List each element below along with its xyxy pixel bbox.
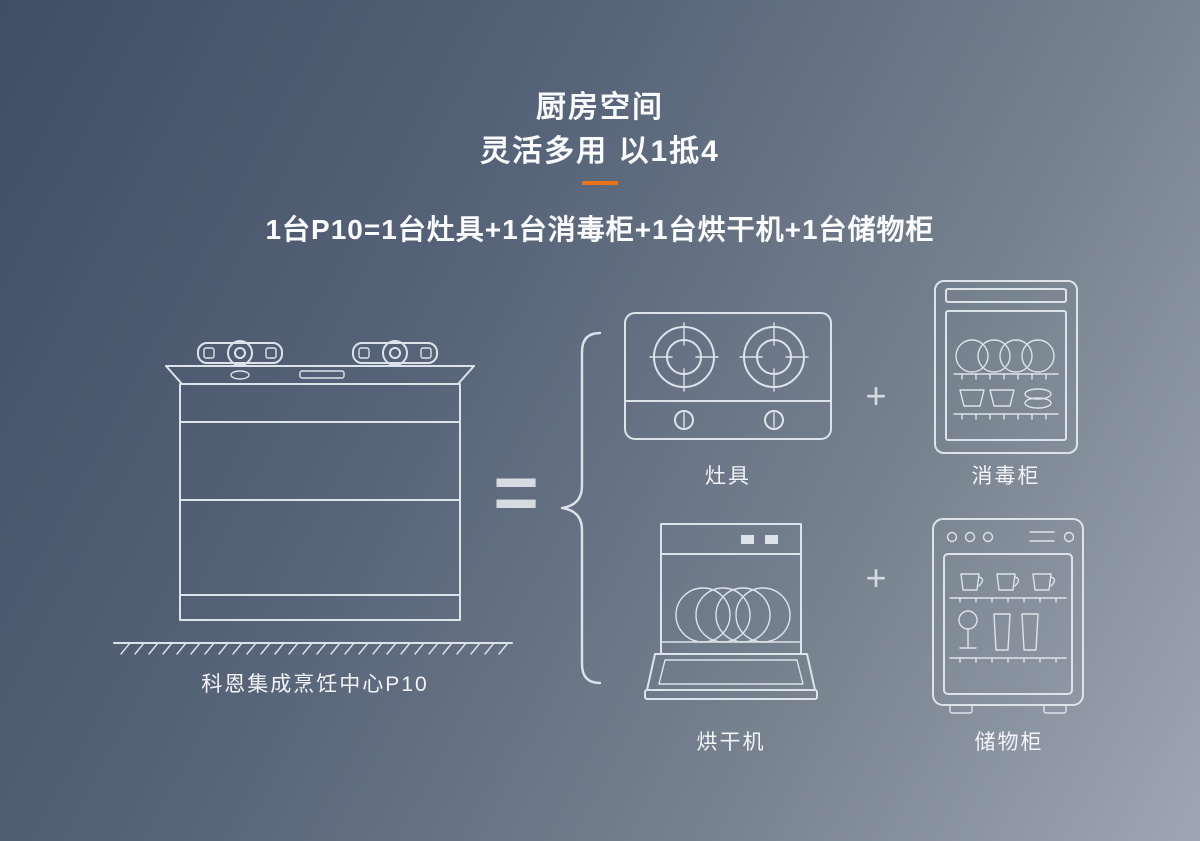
cooktop-slab xyxy=(165,365,475,385)
drying-machine-illustration xyxy=(644,523,818,700)
stove-burner-left xyxy=(649,322,719,392)
stove-label: 灶具 xyxy=(705,465,751,488)
burner-grate-right xyxy=(352,340,438,366)
drying-machine-label: 烘干机 xyxy=(696,731,766,754)
disinfection-cabinet-label: 消毒柜 xyxy=(971,465,1041,488)
integrated-cooker-illustration xyxy=(113,340,513,655)
stove-body xyxy=(624,312,832,440)
burner-grate-left xyxy=(197,340,283,366)
stove-knobs xyxy=(674,410,784,430)
disinfect-body xyxy=(934,280,1078,454)
main-product-label: 科恩集成烹饪中心P10 xyxy=(201,673,429,696)
page-title-line1: 厨房空间 xyxy=(536,91,664,124)
page-title-line2: 灵活多用 以1抵4 xyxy=(480,135,720,168)
storage-glasses-row xyxy=(949,610,1067,663)
storage-control-panel xyxy=(946,531,1075,543)
stove-burner-right xyxy=(739,322,809,392)
dryer-plates xyxy=(660,587,802,643)
storage-door xyxy=(943,553,1073,695)
stove-illustration xyxy=(624,312,832,440)
equation-text: 1台P10=1台灶具+1台消毒柜+1台烘干机+1台储物柜 xyxy=(265,214,935,245)
disinfect-bowls xyxy=(953,388,1059,420)
storage-cabinet-illustration xyxy=(932,518,1084,714)
disinfect-plates xyxy=(953,339,1059,380)
ground-hatch xyxy=(113,642,513,655)
storage-cabinet-label: 储物柜 xyxy=(974,731,1044,754)
storage-body xyxy=(932,518,1084,714)
curly-brace xyxy=(560,331,602,685)
equals-sign: = xyxy=(493,448,539,536)
dryer-open-door xyxy=(644,653,818,700)
cabinet-body xyxy=(179,383,461,621)
accent-divider xyxy=(582,181,618,185)
plus-sign-top: + xyxy=(865,375,887,416)
disinfection-cabinet-illustration xyxy=(934,280,1078,454)
storage-cups-row xyxy=(949,573,1067,603)
plus-sign-bottom: + xyxy=(865,557,887,598)
